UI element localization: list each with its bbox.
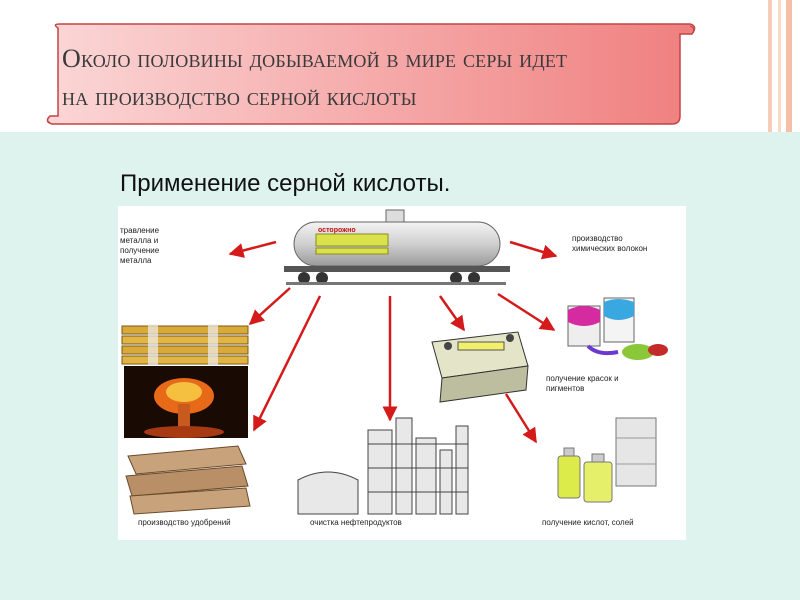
label-oil-refining: очистка нефтепродуктов <box>310 518 460 528</box>
label-line: травление <box>120 226 200 236</box>
diagram-panel: осторожно <box>118 206 686 540</box>
diagram-title: Применение серной кислоты. <box>120 170 680 198</box>
label-fertilizers: производство удобрений <box>138 518 278 528</box>
label-metal-etching: травление металла и получение металла <box>120 226 200 266</box>
label-paints-pigments: получение красок и пигментов <box>546 374 666 394</box>
tank-warning-label: осторожно <box>318 227 356 234</box>
label-acids-salts: получение кислот, солей <box>542 518 686 528</box>
fertilizer-sacks-icon <box>126 446 250 514</box>
tank-car-icon: осторожно <box>284 210 510 285</box>
explosion-icon <box>124 366 248 438</box>
label-line: производство <box>572 234 684 244</box>
slide-title-line1: Около половины добываемой в мире серы ид… <box>62 40 682 78</box>
diagram-illustration: осторожно <box>118 206 686 540</box>
label-line: пигментов <box>546 384 666 394</box>
explosives-icon <box>122 324 248 366</box>
slide-title-line2: на производство серной кислоты <box>62 78 682 116</box>
label-line: получение <box>120 246 200 256</box>
label-line: металла и <box>120 236 200 246</box>
refinery-icon <box>298 418 468 514</box>
battery-icon <box>432 332 528 402</box>
label-chemical-fibers: производство химических волокон <box>572 234 684 254</box>
acid-containers-icon <box>558 418 656 502</box>
label-line: химических волокон <box>572 244 684 254</box>
label-line: металла <box>120 256 200 266</box>
slide-title: Около половины добываемой в мире серы ид… <box>62 40 682 116</box>
paint-cans-icon <box>568 298 668 360</box>
label-line: получение красок и <box>546 374 666 384</box>
